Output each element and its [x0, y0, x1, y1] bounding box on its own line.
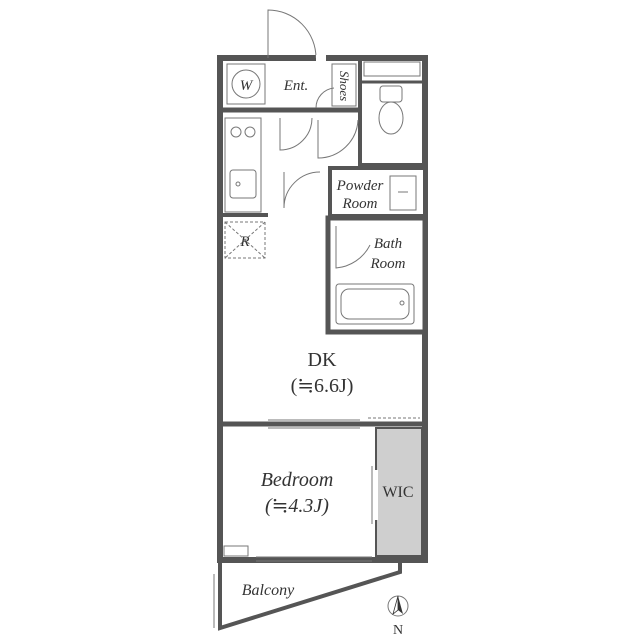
compass-north-label: N [393, 623, 403, 638]
sink-icon [229, 169, 257, 199]
bath-door [335, 226, 371, 269]
stove-burner-icon [244, 126, 256, 138]
balcony [213, 560, 402, 631]
washbasin-icon [389, 175, 417, 211]
washer-label: W [240, 78, 254, 94]
washer-box [226, 63, 266, 105]
washer-drum-icon [231, 69, 261, 99]
dk-bedroom-partition [220, 417, 425, 429]
powder-room [328, 166, 427, 218]
balcony-label: Balcony [242, 582, 295, 599]
dk-label: DK [308, 349, 337, 371]
bedroom-window [223, 545, 372, 562]
refrigerator-space [224, 221, 266, 259]
bedroom-label: Bedroom [261, 469, 334, 491]
toilet-shelf [363, 61, 421, 77]
bath-label-line1: Bath [374, 236, 402, 252]
powder-label-line2: Room [342, 196, 378, 212]
kitchen [223, 117, 321, 259]
entrance-label: Ent. [283, 78, 309, 94]
toilet-room [317, 61, 425, 167]
shoes-label: Shoes [337, 71, 352, 101]
kitchen-counter [224, 117, 262, 213]
dk-size: (≒6.6J) [291, 375, 354, 397]
bedroom-size: (≒4.3J) [265, 495, 329, 517]
bathtub-icon [335, 283, 415, 325]
toilet-door [317, 119, 359, 159]
wic-label: WIC [382, 484, 413, 501]
bath-room [325, 215, 428, 335]
shoes-cabinet [331, 63, 357, 107]
wic [371, 427, 423, 557]
bath-label-line2: Room [370, 256, 406, 272]
powder-label-line1: Powder [336, 178, 384, 194]
north-compass-icon [387, 595, 409, 617]
kitchen-door [279, 117, 313, 151]
sink-drain-icon [235, 181, 241, 187]
entrance-door [267, 9, 317, 59]
toilet-bowl-icon [378, 101, 404, 135]
bathtub-drain-icon [399, 300, 405, 306]
refrigerator-label: R [239, 234, 249, 250]
inner-door-swing [315, 87, 335, 109]
stove-burner-icon [230, 126, 242, 138]
entrance-area [220, 9, 362, 168]
powder-door [283, 171, 321, 209]
